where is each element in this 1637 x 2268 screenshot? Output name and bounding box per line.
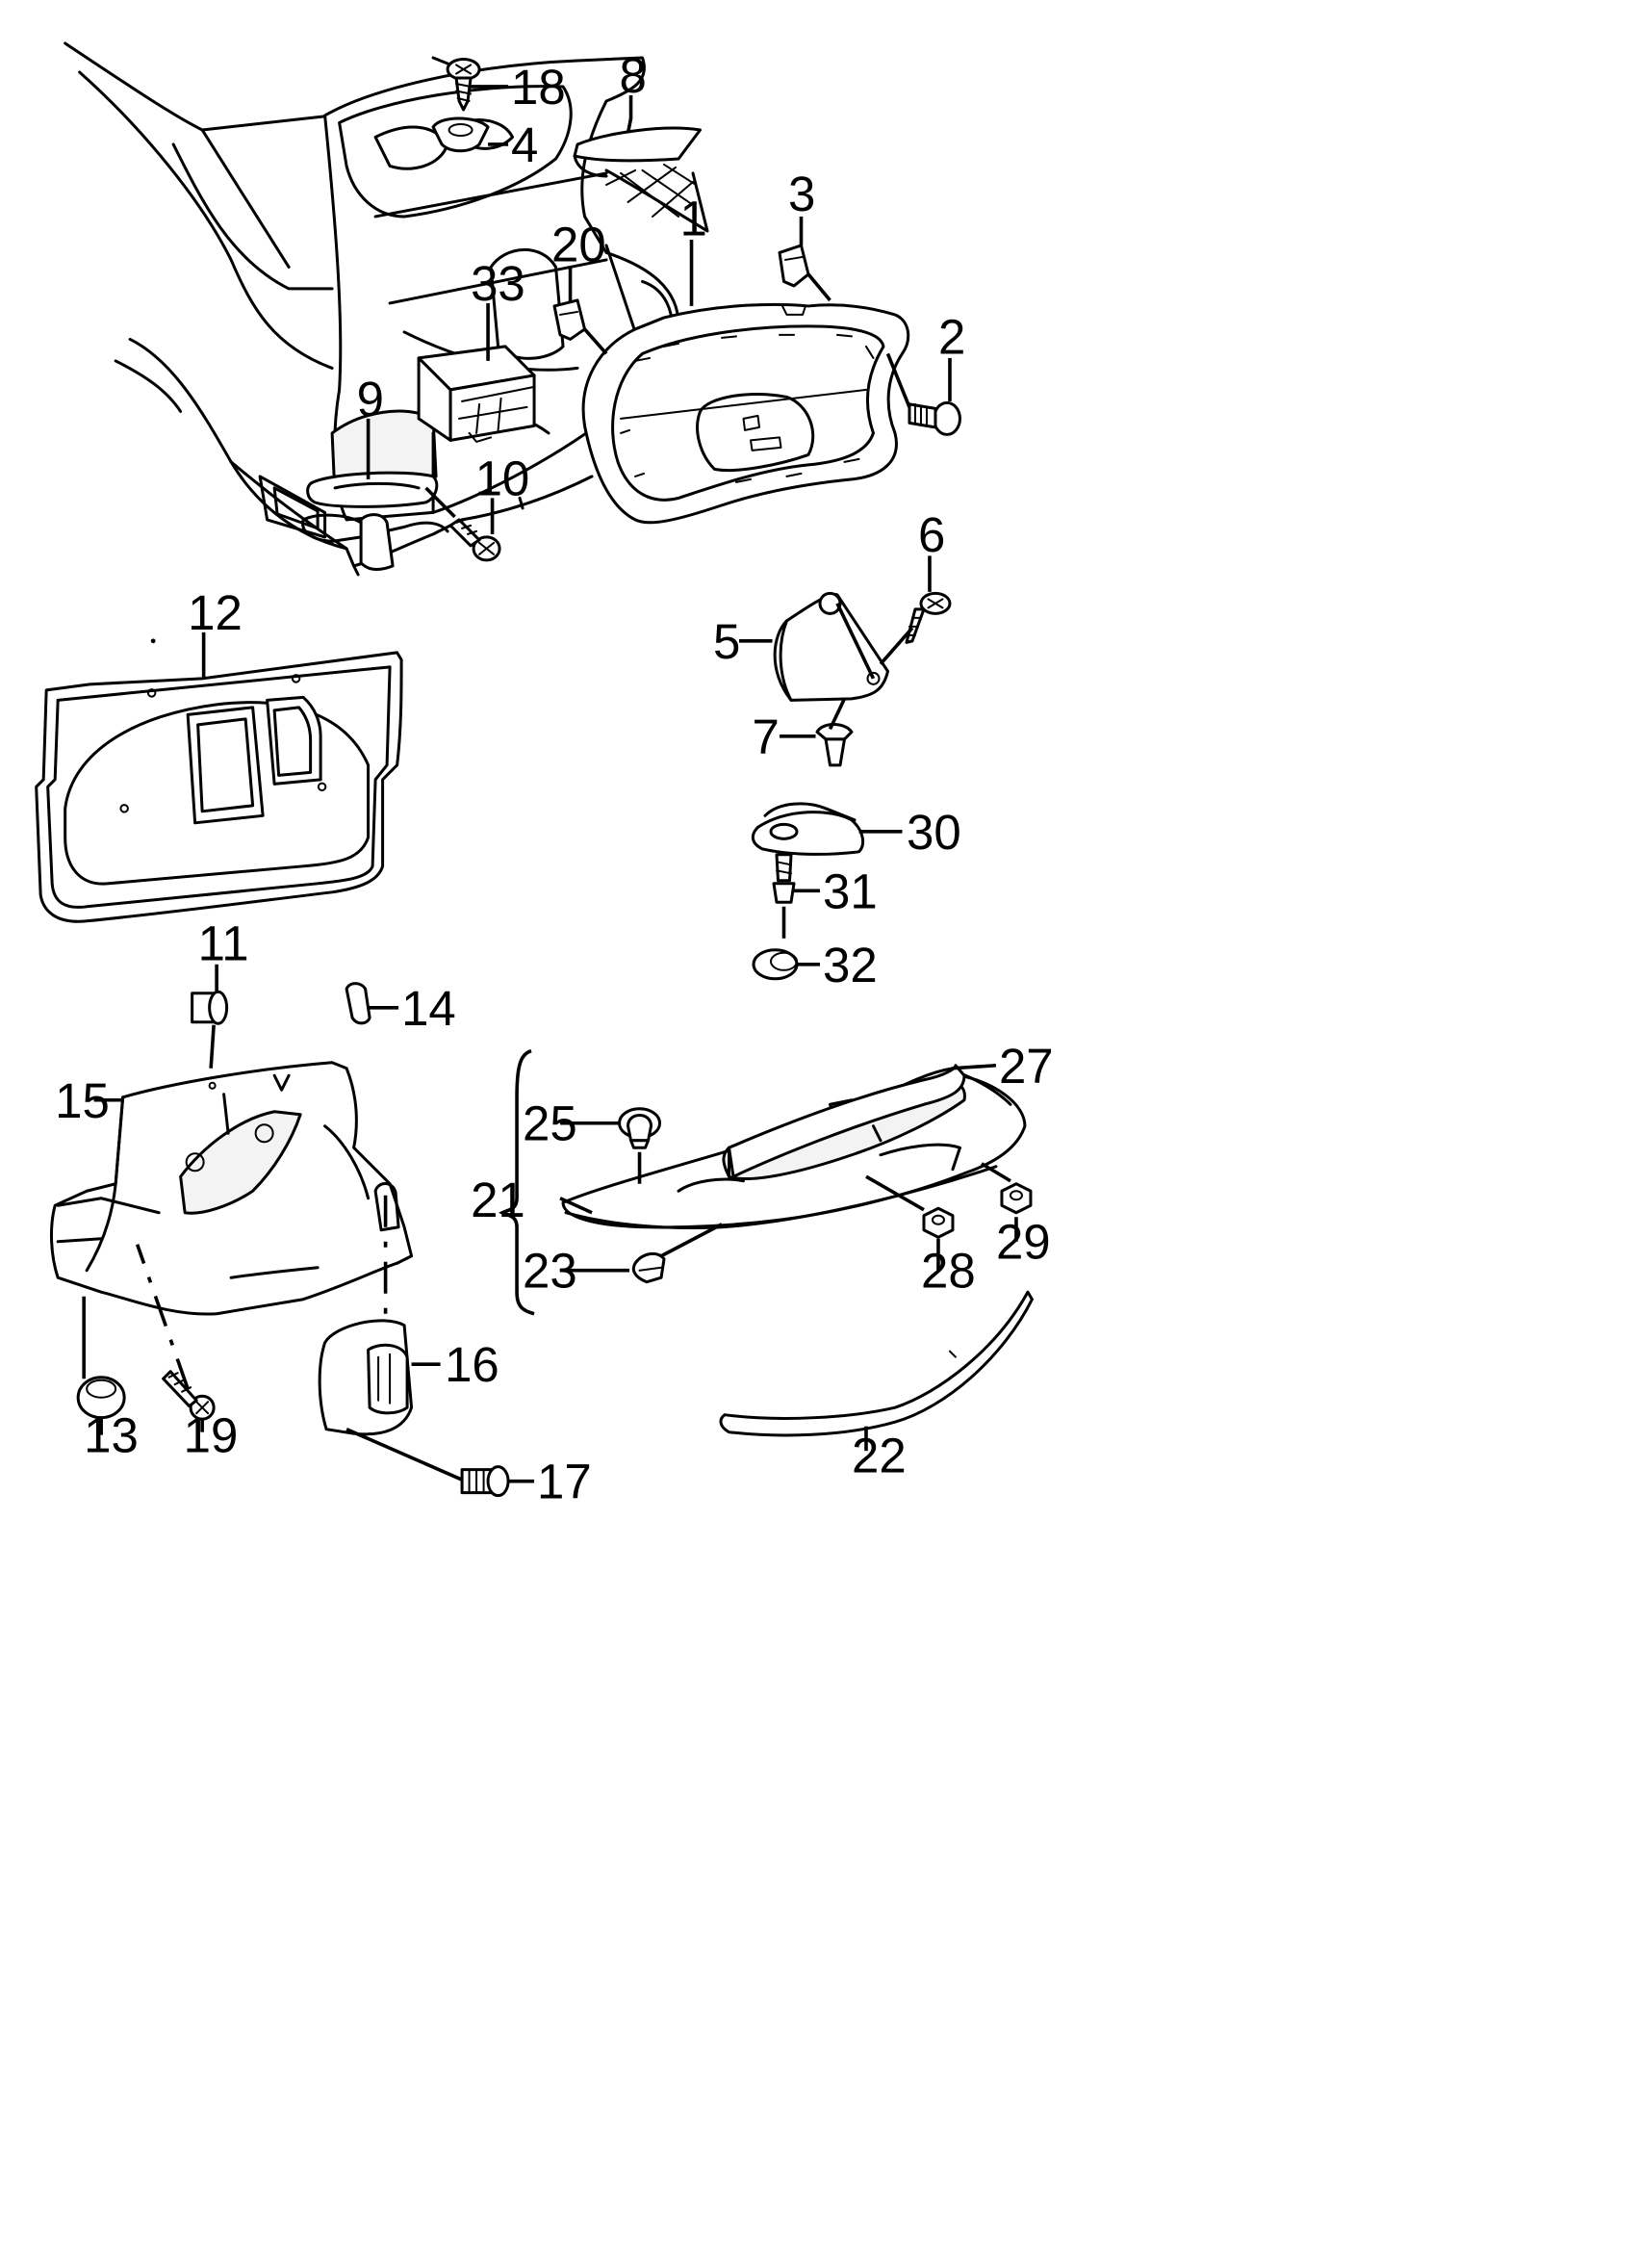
bracket-30: [753, 804, 862, 855]
callout-11: 11: [198, 915, 249, 970]
callout-29: 29: [996, 1215, 1051, 1270]
strip-22: [721, 1292, 1032, 1435]
panel-12: [37, 638, 401, 921]
callout-9: 9: [357, 372, 384, 426]
callout-25: 25: [523, 1096, 577, 1151]
callout-8: 8: [620, 48, 647, 103]
nut-29: [1002, 1184, 1031, 1213]
callout-23: 23: [523, 1244, 577, 1299]
flap-27: [729, 1066, 964, 1176]
callout-13: 13: [84, 1408, 139, 1463]
screw-17: [462, 1467, 508, 1496]
callout-28: 28: [921, 1244, 976, 1299]
net-cover-8: [575, 128, 707, 231]
grip-9: [303, 473, 448, 569]
cover-5: [775, 593, 887, 700]
nut-28: [924, 1208, 953, 1237]
callout-32: 32: [823, 938, 878, 992]
callout-3: 3: [788, 167, 815, 221]
callout-22: 22: [852, 1429, 907, 1483]
callout-1: 1: [680, 191, 707, 245]
clip-11: [192, 992, 227, 1023]
callout-19: 19: [184, 1408, 239, 1463]
callout-14: 14: [401, 981, 456, 1036]
callout-20: 20: [551, 217, 606, 271]
callout-2: 2: [938, 309, 965, 364]
callout-4: 4: [511, 117, 538, 172]
cap-32: [754, 950, 797, 979]
callout-6: 6: [918, 507, 945, 562]
clip-4: [433, 118, 488, 151]
callout-18: 18: [511, 60, 566, 115]
screw-10: [450, 520, 499, 560]
callout-31: 31: [823, 863, 878, 918]
leader-lines: [82, 85, 1018, 1483]
callout-30: 30: [907, 805, 961, 860]
callout-12: 12: [188, 585, 243, 640]
screw-6: [907, 593, 950, 642]
side-trim-15: [51, 1063, 411, 1314]
clip-20: [554, 300, 584, 339]
callout-7: 7: [753, 709, 780, 764]
cover-16: [320, 1321, 411, 1434]
callout-10: 10: [475, 451, 530, 505]
trunk-lid-trim-1: [583, 304, 908, 522]
callout-21: 21: [471, 1173, 525, 1227]
callout-15: 15: [55, 1073, 110, 1128]
box-33: [419, 347, 534, 442]
screw-18: [448, 59, 479, 109]
clip-3: [780, 245, 808, 286]
callout-labels: 18 4 8 3 20 1 2 33 9 10 12 6 5 7 30 31 3…: [55, 48, 1053, 1509]
clip-25: [620, 1109, 660, 1147]
clip-7: [817, 724, 852, 764]
callout-16: 16: [445, 1337, 499, 1392]
callout-5: 5: [713, 614, 740, 669]
screw-2: [909, 402, 959, 434]
screw-31: [774, 855, 794, 902]
callout-17: 17: [537, 1455, 592, 1509]
callout-27: 27: [999, 1039, 1054, 1094]
pad-14: [346, 984, 370, 1023]
callout-33: 33: [471, 256, 525, 311]
clip-23: [633, 1253, 664, 1281]
